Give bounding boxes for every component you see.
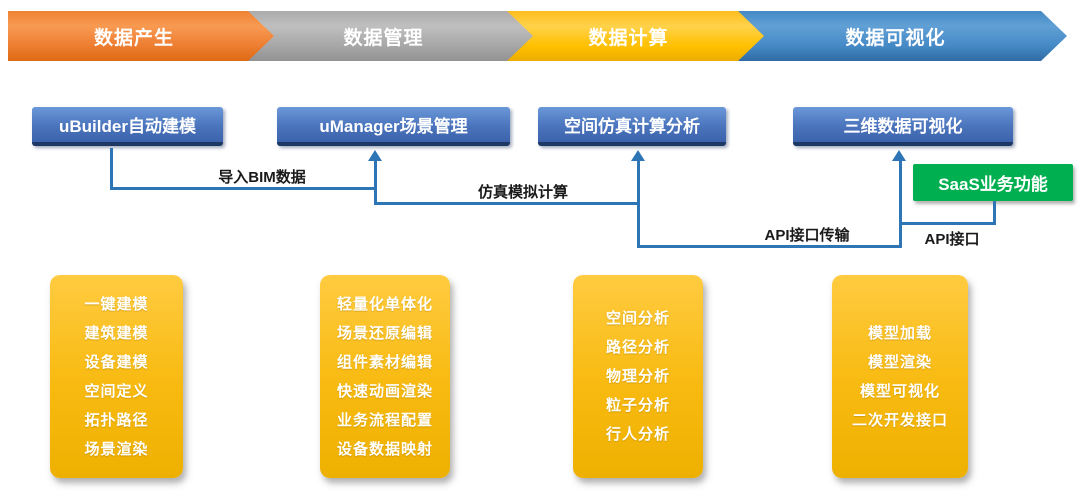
feature-item: 快速动画渲染 [336,382,433,400]
product-box-simulation: 空间仿真计算分析 [538,107,726,146]
connector-line [110,187,377,190]
connector-line [374,202,640,205]
stage-label: 数据产生 [93,27,174,49]
product-label: uManager场景管理 [319,117,468,136]
arrowhead-up-icon [368,150,382,161]
feature-item: 设备建模 [84,353,149,371]
feature-item: 组件素材编辑 [336,353,433,371]
product-box-umanager: uManager场景管理 [277,107,510,146]
feature-item: 一键建模 [84,295,149,313]
feature-item: 二次开发接口 [851,411,948,429]
feature-box-visualization: 模型加载模型渲染模型可视化二次开发接口 [832,275,968,478]
feature-item: 粒子分析 [605,397,670,414]
stage-chevron-data-visualization: 数据可视化 [738,11,1067,61]
stage-chevron-data-generation: 数据产生 [8,11,274,61]
connector-line [637,159,640,248]
product-label: 三维数据可视化 [843,117,963,136]
connector-label-api: API接口 [924,231,980,248]
feature-item: 设备数据映射 [336,440,433,458]
feature-item: 场景渲染 [84,440,149,458]
feature-item: 业务流程配置 [336,411,433,429]
feature-item: 路径分析 [605,339,670,356]
feature-item: 空间分析 [605,310,670,327]
connector-label-api-transfer: API接口传输 [764,227,850,244]
product-label: uBuilder自动建模 [59,117,196,136]
feature-box-scene-management: 轻量化单体化场景还原编辑组件素材编辑快速动画渲染业务流程配置设备数据映射 [320,275,450,478]
feature-item: 空间定义 [84,382,149,400]
feature-item: 模型可视化 [859,382,940,400]
feature-item: 拓扑路径 [84,411,149,429]
connector-line [993,201,996,225]
stage-chevron-data-computation: 数据计算 [507,11,764,61]
stage-label: 数据管理 [343,27,424,49]
feature-item: 模型渲染 [867,353,932,371]
feature-item: 行人分析 [605,426,670,443]
connector-line [899,222,996,225]
feature-box-modeling: 一键建模建筑建模设备建模空间定义拓扑路径场景渲染 [50,275,183,478]
product-box-ubuilder: uBuilder自动建模 [32,107,223,146]
connector-label-simulation: 仿真模拟计算 [477,184,568,201]
connector-line [637,245,902,248]
feature-item: 轻量化单体化 [336,295,433,313]
connector-line [110,148,113,190]
stage-chevron-data-management: 数据管理 [248,11,533,61]
product-label: 空间仿真计算分析 [564,117,700,136]
connector-label-import-bim: 导入BIM数据 [218,169,306,186]
stage-label: 数据计算 [588,27,669,49]
saas-label: SaaS业务功能 [938,175,1048,194]
connector-line [374,159,377,205]
product-box-3d-visualization: 三维数据可视化 [793,107,1013,146]
arrowhead-up-icon [631,150,645,161]
arrowhead-up-icon [892,150,906,161]
feature-item: 建筑建模 [84,324,149,342]
connector-line [899,159,902,248]
saas-box: SaaS业务功能 [913,164,1073,201]
feature-item: 模型加载 [867,324,932,342]
feature-box-analysis: 空间分析路径分析物理分析粒子分析行人分析 [573,275,703,478]
stage-label: 数据可视化 [845,27,946,49]
feature-item: 物理分析 [605,368,670,385]
feature-item: 场景还原编辑 [336,324,433,342]
